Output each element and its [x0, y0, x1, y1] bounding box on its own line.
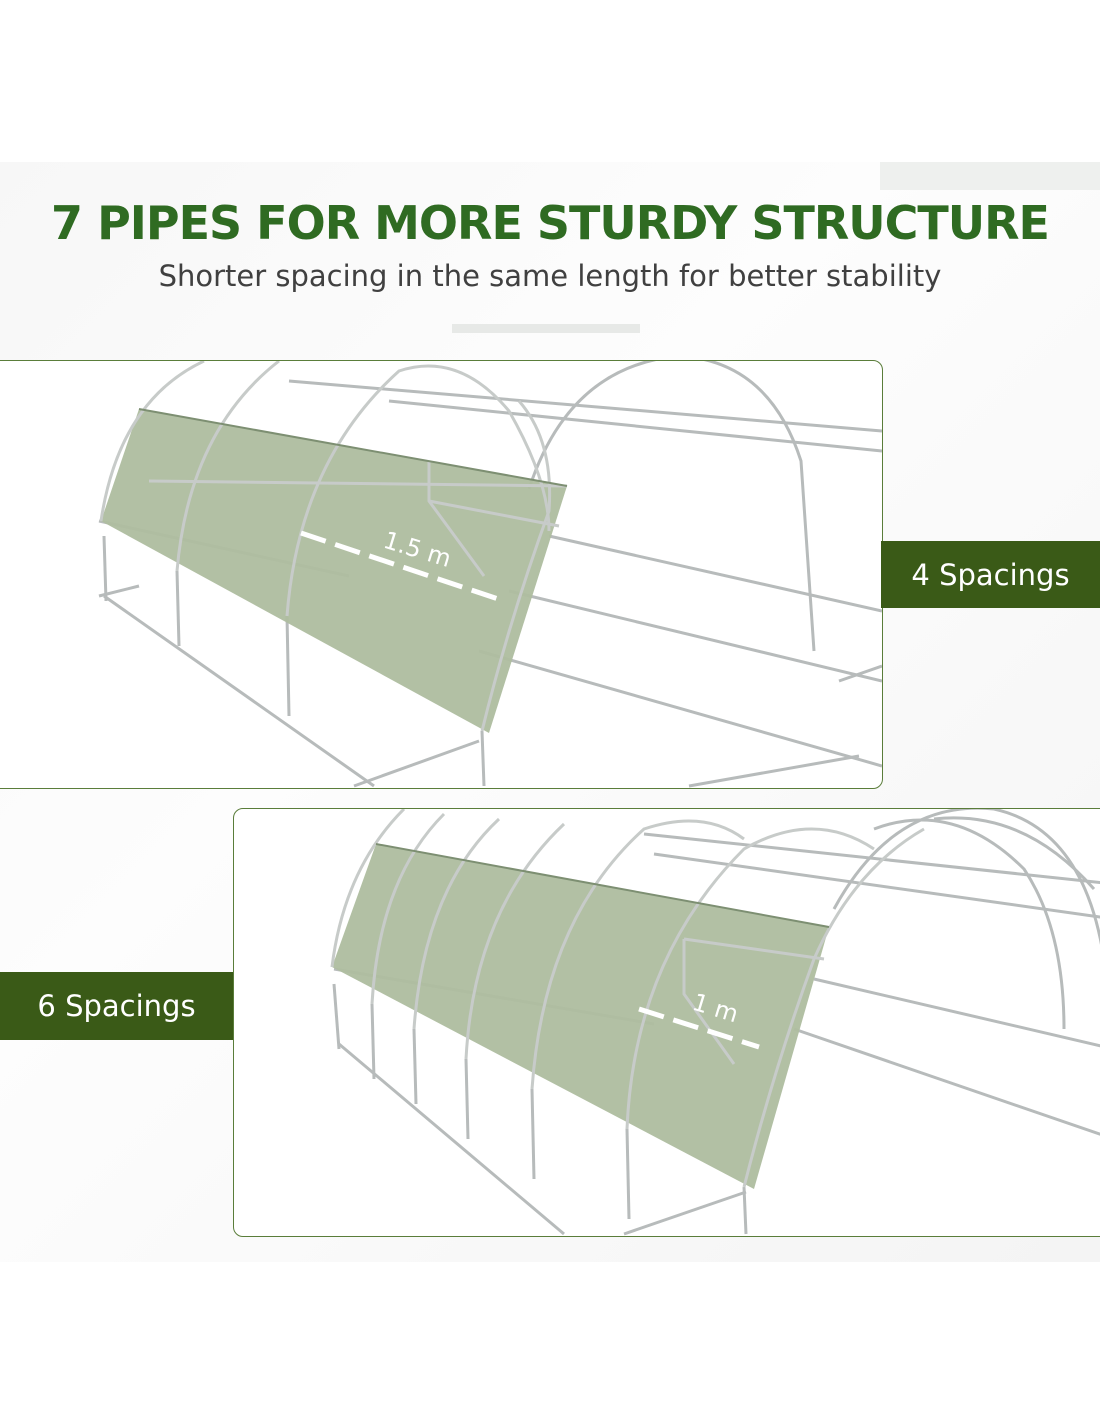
four-spacings-illustration: 1.5 m — [0, 360, 883, 789]
page-subtitle: Shorter spacing in the same length for b… — [158, 259, 942, 293]
four-spacings-label: 4 Spacings — [911, 557, 1070, 592]
greenhouse-frame-4-spacings: 1.5 m — [98, 361, 882, 788]
greenhouse-frame-6-spacings: 1 m — [330, 809, 1100, 1236]
four-spacings-tag: 4 Spacings — [881, 541, 1100, 608]
six-spacings-illustration: 1 m — [233, 808, 1100, 1237]
page-title: 7 PIPES FOR MORE STURDY STRUCTURE — [51, 196, 1050, 250]
title-divider — [452, 324, 640, 333]
background-accent — [880, 162, 1100, 190]
six-spacings-tag: 6 Spacings — [0, 972, 233, 1040]
six-spacings-label: 6 Spacings — [37, 989, 196, 1023]
